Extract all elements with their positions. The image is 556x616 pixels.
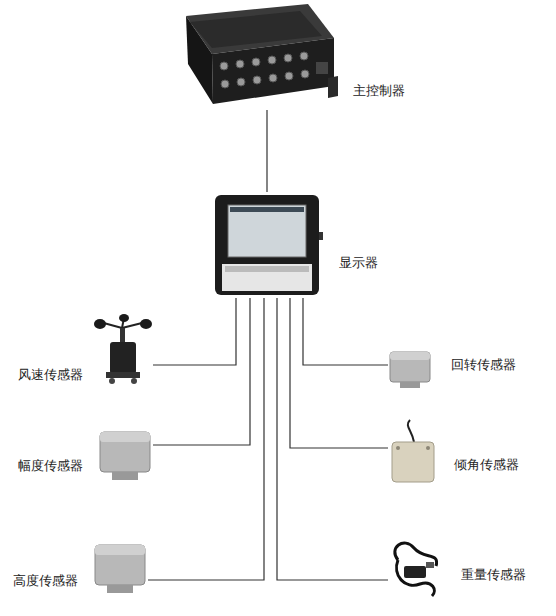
amplitude-sensor-picture: [100, 432, 150, 480]
device-label: 倾角传感器: [454, 456, 519, 474]
connector-line: [148, 298, 264, 580]
device-node: 幅度传感器: [95, 415, 153, 485]
tilt-sensor-picture: [392, 420, 434, 482]
device-node: 重量传感器: [388, 520, 443, 600]
connector-line: [153, 298, 236, 365]
anemometer-picture: [94, 314, 152, 384]
connector-line: [290, 298, 388, 448]
device-node: 显示器: [213, 192, 321, 298]
height-sensor-picture: [95, 545, 145, 593]
display-picture: [215, 195, 323, 295]
device-label: 主控制器: [353, 82, 405, 100]
connector-line: [277, 298, 388, 580]
device-label: 幅度传感器: [18, 457, 83, 475]
device-node: 高度传感器: [90, 525, 148, 598]
device-node: 回转传感器: [388, 340, 433, 392]
slewing-sensor-picture: [390, 352, 430, 388]
device-node: 主控制器: [183, 2, 335, 110]
device-label: 重量传感器: [461, 566, 526, 584]
connector-line: [266, 110, 267, 192]
device-node: 风速传感器: [95, 315, 153, 385]
device-node: 倾角传感器: [388, 418, 436, 486]
weight-sensor-picture: [395, 543, 437, 596]
controller-picture: [186, 4, 338, 104]
connector-line: [303, 298, 388, 365]
connector-line: [153, 298, 250, 445]
device-label: 显示器: [339, 254, 378, 272]
device-label: 风速传感器: [18, 366, 83, 384]
device-label: 回转传感器: [451, 356, 516, 374]
device-label: 高度传感器: [13, 572, 78, 590]
